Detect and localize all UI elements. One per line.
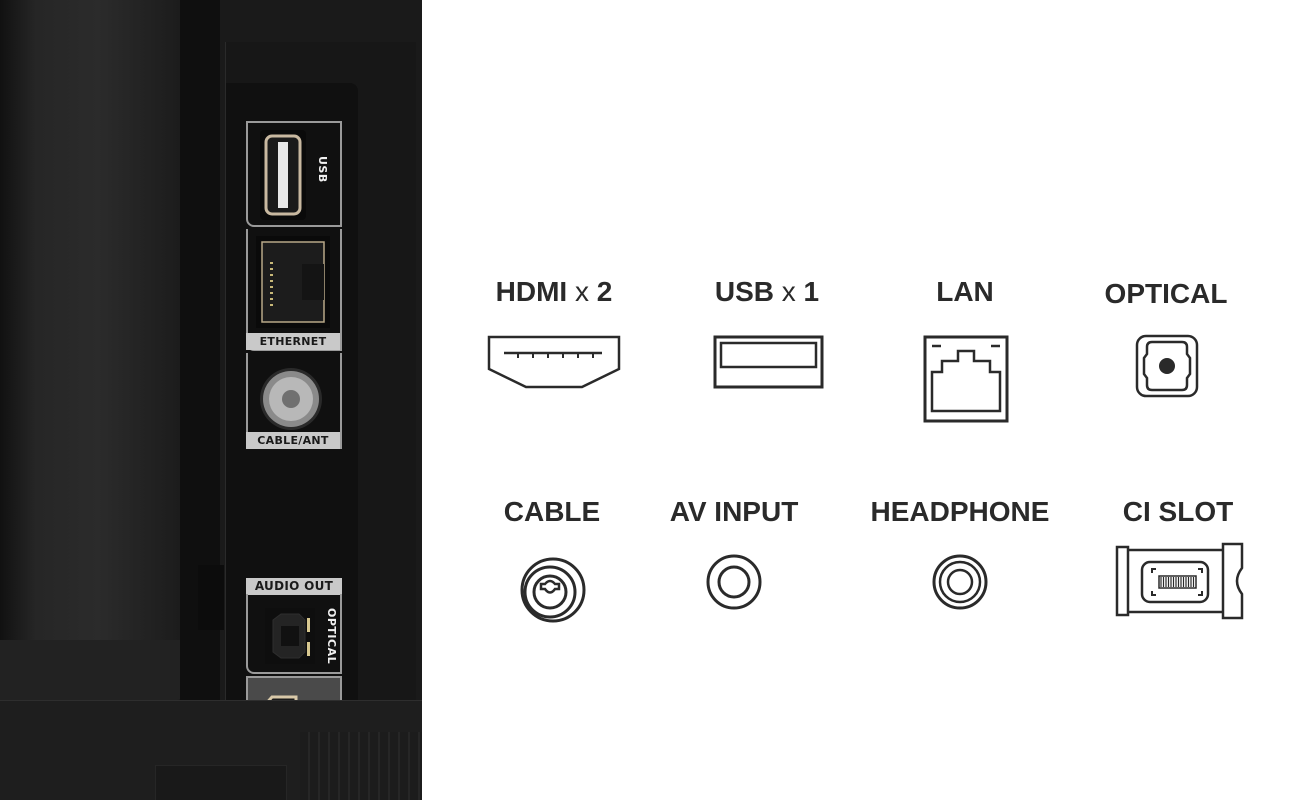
spec-name: AV INPUT (669, 496, 799, 527)
spec-av-input-title: AV INPUT (670, 496, 799, 528)
spec-name: HEADPHONE (870, 496, 1050, 527)
spec-cable-title: CABLE (504, 496, 600, 528)
lan-port-icon (923, 335, 1009, 423)
spec-lan-title: LAN (936, 276, 994, 308)
spec-usb-title: USB x 1 (715, 276, 819, 308)
coaxial-port-photo-icon (260, 368, 322, 430)
audio-out-label: AUDIO OUT (246, 578, 342, 595)
spec-name: OPTICAL (1104, 278, 1228, 309)
cable-clip (198, 565, 224, 630)
coaxial-port-icon (520, 557, 586, 623)
spec-ci-slot-title: CI SLOT (1123, 496, 1233, 528)
headphone-jack-icon (932, 554, 988, 610)
spec-headphone-title: HEADPHONE (871, 496, 1050, 528)
cable-ant-port-label: CABLE/ANT (246, 432, 340, 449)
av-input-port-icon (706, 554, 762, 610)
hdmi-port-icon (487, 335, 621, 389)
ethernet-port-label: ETHERNET (246, 333, 340, 350)
tv-rear-photo: USB ETHERNET CABLE/ANT AUDIO OUT OPTICAL (0, 0, 422, 800)
spec-optical-title: OPTICAL (1105, 278, 1228, 310)
tv-base-sticker (155, 765, 287, 800)
spec-name: CABLE (503, 496, 601, 527)
spec-sep: x (781, 276, 796, 307)
optical-port-icon (1135, 334, 1199, 398)
audio-out-port-box (246, 594, 342, 674)
usb-port-photo-icon (260, 130, 306, 220)
spec-sep: x (574, 276, 589, 307)
optical-photo-label: OPTICAL (325, 608, 338, 665)
spec-count: 1 (803, 276, 820, 307)
spec-hdmi-title: HDMI x 2 (496, 276, 613, 308)
spec-count: 2 (596, 276, 613, 307)
spec-name: LAN (936, 276, 994, 307)
spec-name: CI SLOT (1122, 496, 1234, 527)
usb-port-icon (713, 335, 824, 389)
usb-port-box (246, 121, 342, 227)
tv-base-ribs (300, 732, 422, 800)
tv-stand (0, 0, 180, 690)
usb-port-label: USB (316, 156, 329, 183)
ethernet-port-photo-icon (256, 236, 330, 328)
spec-name: USB (714, 276, 774, 307)
ethernet-port-box (246, 229, 342, 351)
spec-name: HDMI (495, 276, 568, 307)
ci-slot-icon (1115, 542, 1244, 620)
tv-stand-foot (0, 640, 185, 700)
optical-port-photo-icon (265, 608, 315, 664)
